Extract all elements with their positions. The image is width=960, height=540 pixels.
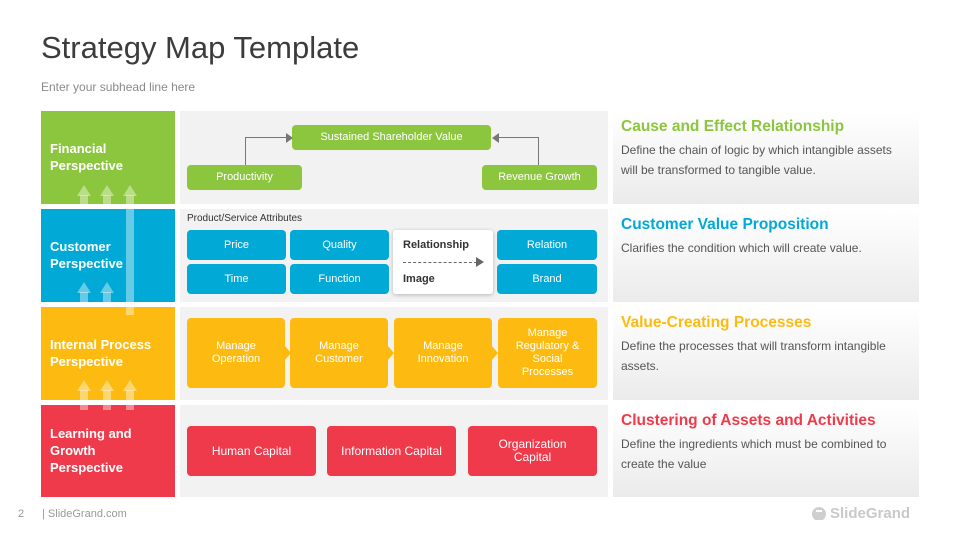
description-text: Define the ingredients which must be com… bbox=[621, 437, 887, 471]
description-heading: Customer Value Proposition bbox=[621, 216, 829, 233]
logo-text: SlideGrand bbox=[830, 505, 911, 522]
connector-line bbox=[245, 137, 290, 165]
relationship-label: Relationship bbox=[403, 239, 470, 251]
relation-box: Relation bbox=[497, 230, 597, 260]
description-financial: Cause and Effect Relationship Define the… bbox=[613, 111, 919, 204]
arrow-right-icon bbox=[286, 133, 293, 143]
up-arrow-icon bbox=[123, 185, 137, 315]
manage-operation-box: Manage Operation bbox=[187, 318, 285, 388]
description-internal: Value-Creating Processes Define the proc… bbox=[613, 307, 919, 400]
sustained-shareholder-value-box: Sustained Shareholder Value bbox=[292, 125, 491, 150]
up-arrow-icon bbox=[77, 185, 91, 209]
arrow-right-icon bbox=[476, 257, 484, 267]
chevron-right-icon bbox=[492, 346, 498, 360]
productivity-box: Productivity bbox=[187, 165, 302, 190]
description-text: Define the chain of logic by which intan… bbox=[621, 143, 892, 177]
up-arrow-icon bbox=[100, 282, 114, 306]
organization-capital-box: Organization Capital bbox=[468, 426, 597, 476]
manage-customer-box: Manage Customer bbox=[290, 318, 388, 388]
customer-panel: Product/Service Attributes Price Quality… bbox=[180, 209, 608, 302]
band-label-customer: Customer Perspective bbox=[50, 239, 123, 271]
arrow-left-icon bbox=[492, 133, 499, 143]
description-heading: Value-Creating Processes bbox=[621, 314, 812, 331]
page-number: 2 bbox=[18, 508, 25, 520]
time-box: Time bbox=[187, 264, 286, 294]
chevron-right-icon bbox=[388, 346, 394, 360]
up-arrow-icon bbox=[123, 380, 137, 410]
band-internal: Internal Process Perspective bbox=[41, 307, 175, 400]
description-customer: Customer Value Proposition Clarifies the… bbox=[613, 209, 919, 302]
page-title: Strategy Map Template bbox=[41, 30, 360, 65]
information-capital-box: Information Capital bbox=[327, 426, 456, 476]
description-text: Define the processes that will transform… bbox=[621, 339, 886, 373]
manage-regulatory-box: Manage Regulatory & Social Processes bbox=[498, 318, 597, 388]
dashed-arrow-line bbox=[403, 262, 477, 263]
price-box: Price bbox=[187, 230, 286, 260]
up-arrow-icon bbox=[100, 380, 114, 410]
quality-box: Quality bbox=[290, 230, 389, 260]
chevron-right-icon bbox=[285, 346, 291, 360]
band-label-financial: Financial Perspective bbox=[50, 141, 123, 173]
manage-innovation-box: Manage Innovation bbox=[394, 318, 492, 388]
image-label: Image bbox=[403, 273, 435, 285]
revenue-growth-box: Revenue Growth bbox=[482, 165, 597, 190]
description-heading: Clustering of Assets and Activities bbox=[621, 412, 876, 429]
internal-panel: Manage Operation Manage Customer Manage … bbox=[180, 307, 608, 400]
footer-site-link: | SlideGrand.com bbox=[42, 508, 127, 520]
human-capital-box: Human Capital bbox=[187, 426, 316, 476]
band-label-internal: Internal Process Perspective bbox=[50, 337, 152, 369]
logo-icon bbox=[812, 506, 826, 522]
up-arrow-icon bbox=[77, 282, 91, 306]
page-subtitle: Enter your subhead line here bbox=[41, 80, 196, 94]
up-arrow-icon bbox=[77, 380, 91, 410]
description-learning: Clustering of Assets and Activities Defi… bbox=[613, 405, 919, 497]
connector-line bbox=[494, 137, 539, 165]
band-label-learning: Learning and Growth Perspective bbox=[50, 426, 132, 475]
product-service-caption: Product/Service Attributes bbox=[187, 213, 303, 224]
up-arrow-icon bbox=[100, 185, 114, 209]
description-text: Clarifies the condition which will creat… bbox=[621, 241, 862, 255]
description-heading: Cause and Effect Relationship bbox=[621, 118, 845, 135]
brand-logo: SlideGrand bbox=[812, 505, 910, 522]
learning-panel: Human Capital Information Capital Organi… bbox=[180, 405, 608, 497]
band-financial: Financial Perspective bbox=[41, 111, 175, 204]
relationship-image-card: Relationship Image bbox=[393, 230, 493, 294]
brand-box: Brand bbox=[497, 264, 597, 294]
function-box: Function bbox=[290, 264, 389, 294]
band-customer: Customer Perspective bbox=[41, 209, 175, 302]
financial-panel: Sustained Shareholder Value Productivity… bbox=[180, 111, 608, 204]
band-learning: Learning and Growth Perspective bbox=[41, 405, 175, 497]
